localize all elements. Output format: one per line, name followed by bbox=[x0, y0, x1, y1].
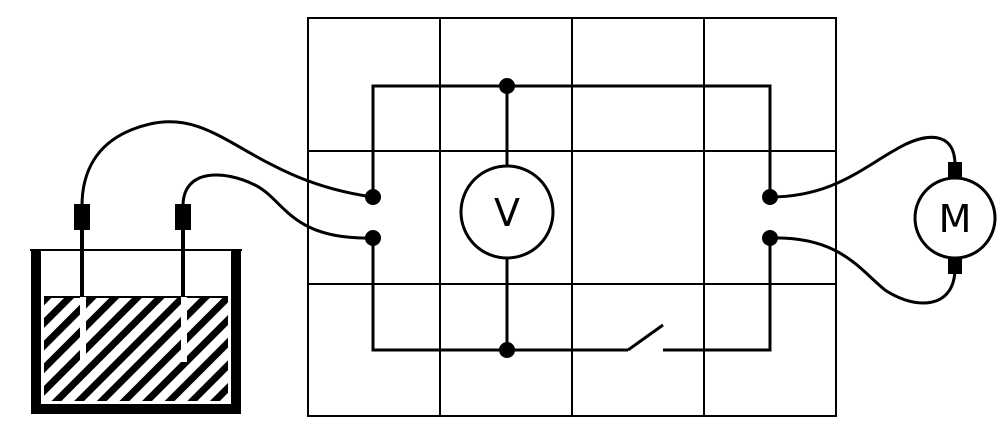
right-electrode-clip bbox=[175, 204, 191, 230]
switch-lever bbox=[627, 323, 664, 352]
beaker bbox=[30, 249, 242, 414]
motor: M bbox=[913, 162, 997, 274]
board-wiring bbox=[371, 84, 772, 352]
voltmeter-circle bbox=[459, 164, 555, 260]
bottom-right-wire bbox=[663, 238, 772, 352]
bottom-left-wire bbox=[371, 238, 628, 352]
beaker-walls bbox=[31, 250, 241, 414]
grid-board bbox=[307, 17, 837, 417]
motor-bottom-wire bbox=[769, 236, 957, 305]
motor-top-wire bbox=[769, 135, 957, 199]
electrodes bbox=[74, 204, 191, 362]
left-electrode-wire bbox=[80, 120, 374, 207]
motor-terminal bbox=[948, 162, 962, 180]
motor-terminal bbox=[948, 256, 962, 274]
voltmeter: V bbox=[459, 164, 555, 260]
voltmeter-label: V bbox=[494, 191, 520, 235]
top-wire bbox=[371, 84, 772, 197]
junction-dot bbox=[499, 78, 515, 94]
motor-circle bbox=[913, 176, 997, 260]
electrolyte-liquid bbox=[44, 297, 228, 401]
junction-dot bbox=[499, 342, 515, 358]
right-electrode-submerged bbox=[181, 297, 187, 362]
right-electrode-wire bbox=[181, 173, 374, 240]
external-wires bbox=[80, 120, 957, 305]
motor-label: M bbox=[939, 197, 972, 241]
left-electrode-clip bbox=[74, 204, 90, 230]
left-electrode-submerged bbox=[80, 297, 86, 362]
